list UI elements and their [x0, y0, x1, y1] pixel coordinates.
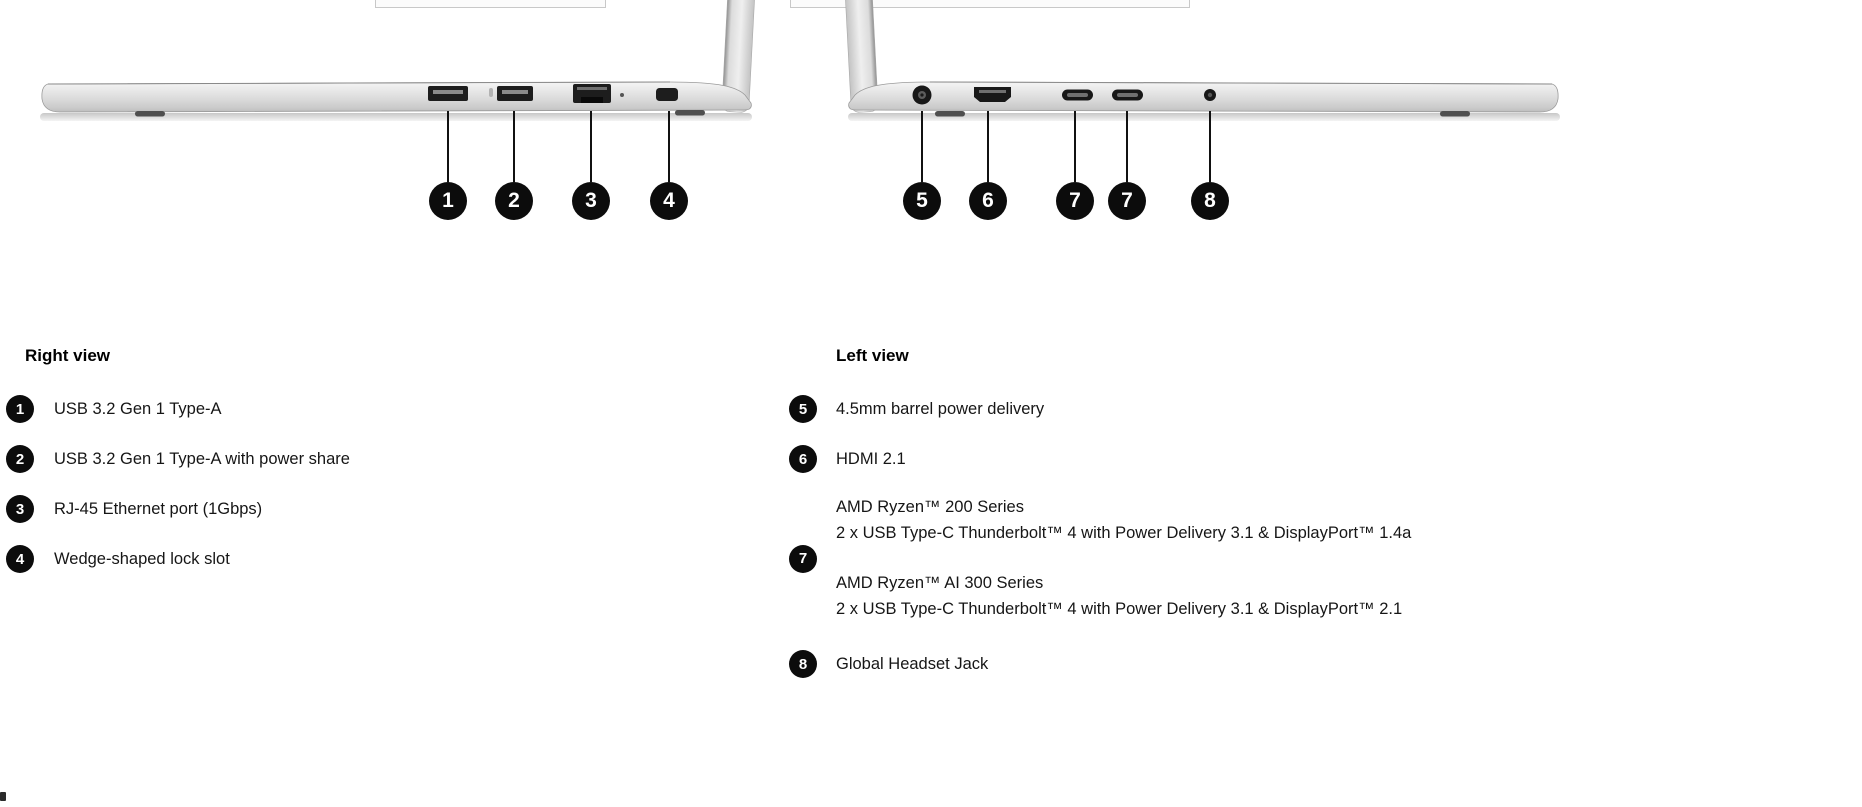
item-number-badge: 3: [6, 495, 34, 523]
wedge-lock-slot: [656, 88, 678, 101]
usb-a-port-2: [497, 86, 533, 101]
spec-line: 2 x USB Type-C Thunderbolt™ 4 with Power…: [836, 523, 1412, 542]
laptop-base: [41, 81, 752, 113]
figure-callout-4: 4: [650, 111, 688, 220]
item-number-badge: 7: [789, 544, 817, 573]
spec-line: 2 x USB Type-C Thunderbolt™ 4 with Power…: [836, 599, 1403, 618]
item-number-badge: 2: [6, 445, 34, 473]
callout-line: [987, 111, 989, 182]
deck-top-edge: [929, 81, 1553, 85]
laptop-right-view-illustration: [40, 0, 755, 121]
item-number-badge: 8: [789, 650, 817, 678]
spec-line: AMD Ryzen™ 200 Series: [836, 498, 1024, 516]
item-text: HDMI 2.1: [836, 449, 906, 468]
callout-line: [1209, 111, 1211, 182]
legend-item-3: 3 RJ-45 Ethernet port (1Gbps): [6, 495, 350, 523]
callout-line: [447, 111, 449, 182]
callout-number-badge: 6: [969, 182, 1007, 220]
figure-callout-7b: 7: [1108, 111, 1146, 220]
callout-number-badge: 8: [1191, 182, 1229, 220]
item-number-badge: 6: [789, 445, 817, 473]
legend-title-right-view: Right view: [25, 346, 111, 365]
callout-number-badge: 7: [1108, 182, 1146, 220]
laptop-shadow: [40, 113, 752, 121]
figure-callout-7a: 7: [1056, 111, 1094, 220]
item-text: USB 3.2 Gen 1 Type-A with power share: [54, 449, 350, 468]
laptop-shadow: [848, 113, 1560, 121]
status-led-dot: [620, 93, 624, 97]
callout-number-badge: 3: [572, 182, 610, 220]
item-text: 4.5mm barrel power delivery: [836, 399, 1045, 418]
callout-number-badge: 7: [1056, 182, 1094, 220]
legend-item-6: 6 HDMI 2.1: [789, 445, 1411, 473]
figure-callout-6: 6: [969, 111, 1007, 220]
rubber-foot: [675, 110, 705, 116]
callout-line: [668, 111, 670, 182]
left-view-legend: Left view 5 4.5mm barrel power delivery …: [789, 346, 1411, 700]
item-text: Wedge-shaped lock slot: [54, 549, 230, 568]
callout-number-badge: 1: [429, 182, 467, 220]
rubber-foot: [135, 111, 165, 117]
figure-callout-5: 5: [903, 111, 941, 220]
usb-c-port-1: [1062, 89, 1093, 101]
power-share-icon: [489, 88, 493, 97]
legend-item-5: 5 4.5mm barrel power delivery: [789, 395, 1411, 423]
callout-line: [1126, 111, 1128, 182]
figure-callout-1: 1: [429, 111, 467, 220]
laptop-side-views-figure: 1 2 3 4 5 6 7 7: [0, 0, 1862, 250]
legend-item-2: 2 USB 3.2 Gen 1 Type-A with power share: [6, 445, 350, 473]
rubber-foot: [935, 111, 965, 117]
hdmi-port: [974, 87, 1011, 102]
figure-callout-3: 3: [572, 111, 610, 220]
item-text: RJ-45 Ethernet port (1Gbps): [54, 499, 263, 518]
legend-title-left-view: Left view: [836, 346, 909, 365]
right-view-legend: Right view 1 USB 3.2 Gen 1 Type-A 2 USB …: [6, 346, 350, 595]
usb-c-port-2: [1112, 89, 1143, 101]
laptop-lid: [845, 0, 879, 113]
legend-item-list: 5 4.5mm barrel power delivery 6 HDMI 2.1…: [789, 395, 1411, 700]
item-text: USB 3.2 Gen 1 Type-A: [54, 399, 222, 418]
rj45-ethernet-port: [573, 84, 611, 103]
laptop-lid: [721, 0, 755, 113]
callout-number-badge: 5: [903, 182, 941, 220]
legend-item-1: 1 USB 3.2 Gen 1 Type-A: [6, 395, 350, 423]
cropped-top-element-left: [375, 0, 606, 8]
item-number-badge: 1: [6, 395, 34, 423]
item-number-badge: 5: [789, 395, 817, 423]
item-number-badge: 4: [6, 545, 34, 573]
usb-a-port-1: [428, 86, 468, 101]
callout-line: [513, 111, 515, 182]
legend-item-8: 8 Global Headset Jack: [789, 650, 1411, 678]
legend-item-7: 7 AMD Ryzen™ 200 Series 2 x USB Type-C T…: [789, 495, 1411, 622]
laptop-base: [848, 81, 1559, 113]
item-text-multi: AMD Ryzen™ 200 Series 2 x USB Type-C Thu…: [836, 495, 1411, 622]
deck-top-edge: [47, 81, 671, 85]
rubber-foot: [1440, 111, 1470, 117]
cropped-content-artifact: [0, 792, 6, 801]
cropped-top-element-right: [790, 0, 1190, 8]
callout-line: [1074, 111, 1076, 182]
figure-callout-2: 2: [495, 111, 533, 220]
legend-item-list: 1 USB 3.2 Gen 1 Type-A 2 USB 3.2 Gen 1 T…: [6, 395, 350, 595]
barrel-power-jack: [912, 85, 932, 105]
callout-number-badge: 4: [650, 182, 688, 220]
figure-callout-8: 8: [1191, 111, 1229, 220]
laptop-left-view-illustration: [845, 0, 1560, 121]
headset-jack: [1204, 89, 1216, 101]
legend-item-4: 4 Wedge-shaped lock slot: [6, 545, 350, 573]
item-text: Global Headset Jack: [836, 654, 989, 673]
callout-line: [590, 111, 592, 182]
callout-line: [921, 111, 923, 182]
callout-number-badge: 2: [495, 182, 533, 220]
spec-line: AMD Ryzen™ AI 300 Series: [836, 574, 1044, 592]
